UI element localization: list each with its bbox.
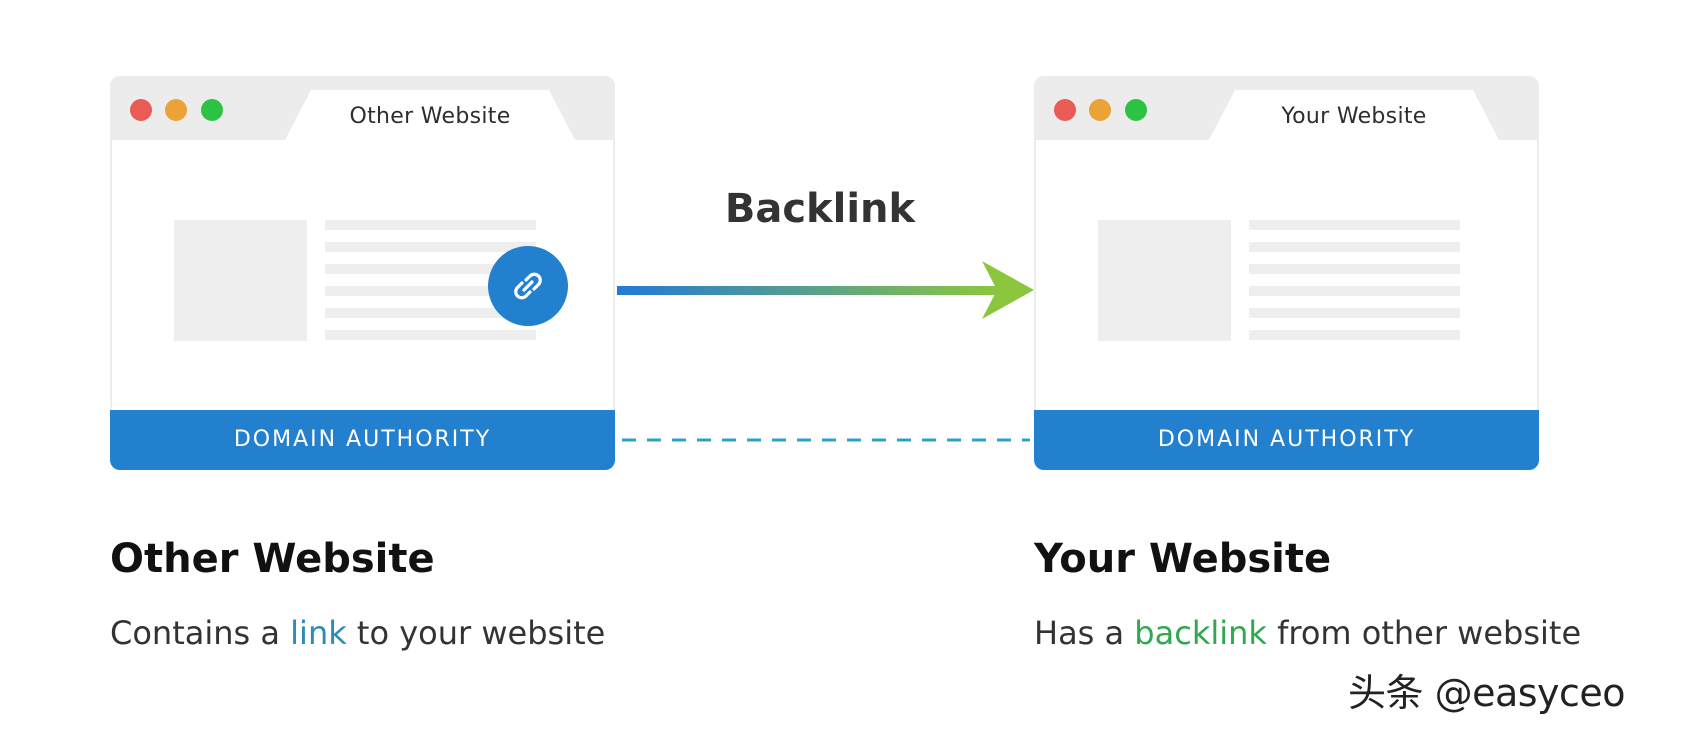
browser-chrome: Other Website — [110, 76, 615, 140]
source-heading: Other Website — [110, 536, 435, 582]
text-line-placeholder — [1249, 220, 1460, 230]
link-icon — [488, 246, 568, 326]
target-description: Has a backlink from other website — [1034, 614, 1581, 652]
text-line-placeholder — [1249, 242, 1460, 252]
minimize-dot-icon — [165, 99, 187, 121]
target-browser-window: Your Website DOMAIN AUTHORITY — [1034, 76, 1539, 470]
text-line-placeholder — [1249, 330, 1460, 340]
text-line-placeholder — [325, 330, 536, 340]
text-line-placeholder — [325, 286, 536, 296]
close-dot-icon — [130, 99, 152, 121]
text-line-placeholder — [325, 220, 536, 230]
maximize-dot-icon — [1125, 99, 1147, 121]
description-text: to your website — [346, 614, 606, 652]
page-content-placeholder — [1034, 140, 1539, 470]
browser-chrome: Your Website — [1034, 76, 1539, 140]
minimize-dot-icon — [1089, 99, 1111, 121]
source-description: Contains a link to your website — [110, 614, 605, 652]
tab-title: Your Website — [1281, 104, 1427, 129]
text-line-placeholder — [325, 242, 536, 252]
maximize-dot-icon — [201, 99, 223, 121]
highlight-link-word: link — [290, 614, 347, 652]
backlink-arrowhead-icon — [982, 261, 1034, 319]
image-placeholder — [174, 220, 307, 341]
text-line-placeholder — [1249, 264, 1460, 274]
backlink-label: Backlink — [724, 186, 916, 232]
domain-authority-bar: DOMAIN AUTHORITY — [110, 410, 615, 470]
text-line-placeholder — [1249, 286, 1460, 296]
text-line-placeholder — [325, 308, 536, 318]
page-content-placeholder — [110, 140, 615, 470]
text-line-placeholder — [1249, 308, 1460, 318]
text-line-placeholder — [325, 264, 536, 274]
highlight-backlink-word: backlink — [1134, 614, 1267, 652]
tab-title: Other Website — [349, 104, 511, 129]
target-heading: Your Website — [1034, 536, 1332, 582]
description-text: Contains a — [110, 614, 291, 652]
image-placeholder — [1098, 220, 1231, 341]
description-text: Has a — [1034, 614, 1135, 652]
chain-link-glyph — [514, 272, 542, 300]
browser-tab: Your Website — [1209, 90, 1499, 140]
description-text: from other website — [1266, 614, 1582, 652]
close-dot-icon — [1054, 99, 1076, 121]
domain-authority-bar: DOMAIN AUTHORITY — [1034, 410, 1539, 470]
watermark: 头条 @easyceo — [1348, 671, 1626, 715]
browser-tab: Other Website — [285, 90, 575, 140]
backlink-arrow-shaft — [617, 286, 997, 295]
